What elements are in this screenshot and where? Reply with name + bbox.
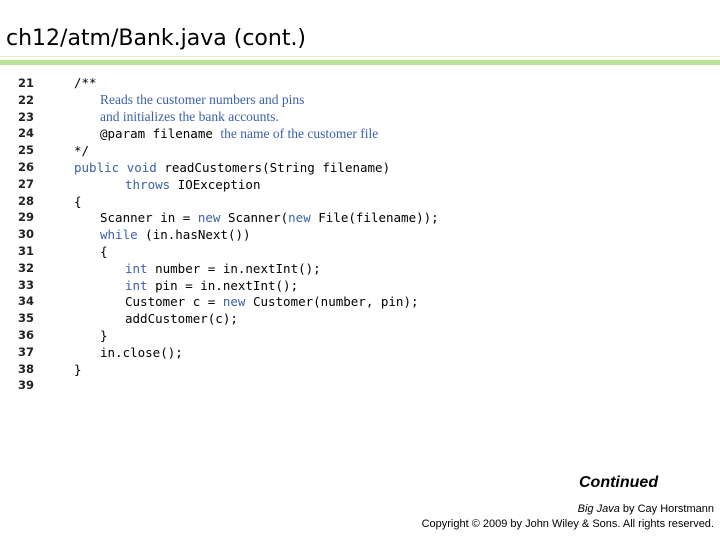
code-text: File(filename)); <box>310 210 439 225</box>
line-number: 39 <box>18 378 35 392</box>
code-line-38: } <box>74 362 82 377</box>
book-credit: Big Java by Cay Horstmann <box>578 503 714 515</box>
line-number: 31 <box>18 244 35 258</box>
keyword: throws <box>125 177 171 192</box>
title-divider <box>0 60 720 65</box>
keyword: new <box>222 294 246 309</box>
code-line-28: { <box>74 194 82 209</box>
code-line-24: @param filename the name of the customer… <box>100 126 378 142</box>
code-line-23: and initializes the bank accounts. <box>100 109 279 124</box>
code-line-30: while (in.hasNext()) <box>100 227 251 242</box>
copyright-notice: Copyright © 2009 by John Wiley & Sons. A… <box>421 518 714 530</box>
code-line-26: public void readCustomers(String filenam… <box>74 160 390 175</box>
code-line-35: addCustomer(c); <box>125 311 238 326</box>
slide-title: ch12/atm/Bank.java (cont.) <box>6 26 307 51</box>
code-line-33: int pin = in.nextInt(); <box>125 278 298 293</box>
line-number: 32 <box>18 261 35 275</box>
code-text: pin = in.nextInt(); <box>147 278 299 293</box>
keyword: void <box>126 160 157 175</box>
keyword: int <box>125 278 148 293</box>
line-number: 35 <box>18 311 35 325</box>
code-line-22: Reads the customer numbers and pins <box>100 92 305 107</box>
line-number: 21 <box>18 76 35 90</box>
continued-label: Continued <box>579 474 659 491</box>
line-number: 23 <box>18 110 35 124</box>
code-line-29: Scanner in = new Scanner(new File(filena… <box>100 210 439 225</box>
book-title: Big Java <box>577 503 620 515</box>
code-line-31: { <box>100 244 108 259</box>
line-number: 33 <box>18 278 35 292</box>
line-number: 29 <box>18 210 35 224</box>
line-number: 30 <box>18 227 35 241</box>
code-text: readCustomers(String filename) <box>156 160 391 175</box>
line-number: 27 <box>18 177 35 191</box>
line-number: 36 <box>18 328 35 342</box>
keyword: new <box>288 210 311 225</box>
code-line-25: */ <box>74 143 90 158</box>
code-text: Scanner in = <box>100 210 198 225</box>
keyword: while <box>100 227 138 242</box>
line-number: 37 <box>18 345 35 359</box>
book-author: by Cay Horstmann <box>619 503 714 515</box>
line-number: 22 <box>18 93 35 107</box>
code-text: Scanner( <box>220 210 289 225</box>
line-number: 38 <box>18 362 35 376</box>
code-line-37: in.close(); <box>100 345 183 360</box>
keyword: public <box>74 160 120 175</box>
keyword: int <box>125 261 148 276</box>
javadoc-param-tag: @param filename <box>100 126 221 141</box>
code-line-27: throws IOException <box>125 177 260 192</box>
code-text: IOException <box>170 177 261 192</box>
line-number: 25 <box>18 143 35 157</box>
title-divider-thin <box>0 56 720 57</box>
keyword: new <box>197 210 221 225</box>
code-text: Customer c = <box>125 294 223 309</box>
code-line-34: Customer c = new Customer(number, pin); <box>125 294 419 309</box>
javadoc-param-text: the name of the customer file <box>220 126 379 141</box>
code-text: Customer(number, pin); <box>245 294 419 309</box>
line-number: 24 <box>18 126 35 140</box>
code-line-32: int number = in.nextInt(); <box>125 261 321 276</box>
line-number: 28 <box>18 194 35 208</box>
line-number: 34 <box>18 294 35 308</box>
line-number: 26 <box>18 160 35 174</box>
code-text: (in.hasNext()) <box>137 227 251 242</box>
code-text: number = in.nextInt(); <box>147 261 321 276</box>
code-line-36: } <box>100 328 108 343</box>
code-line-21: /** <box>74 75 97 90</box>
